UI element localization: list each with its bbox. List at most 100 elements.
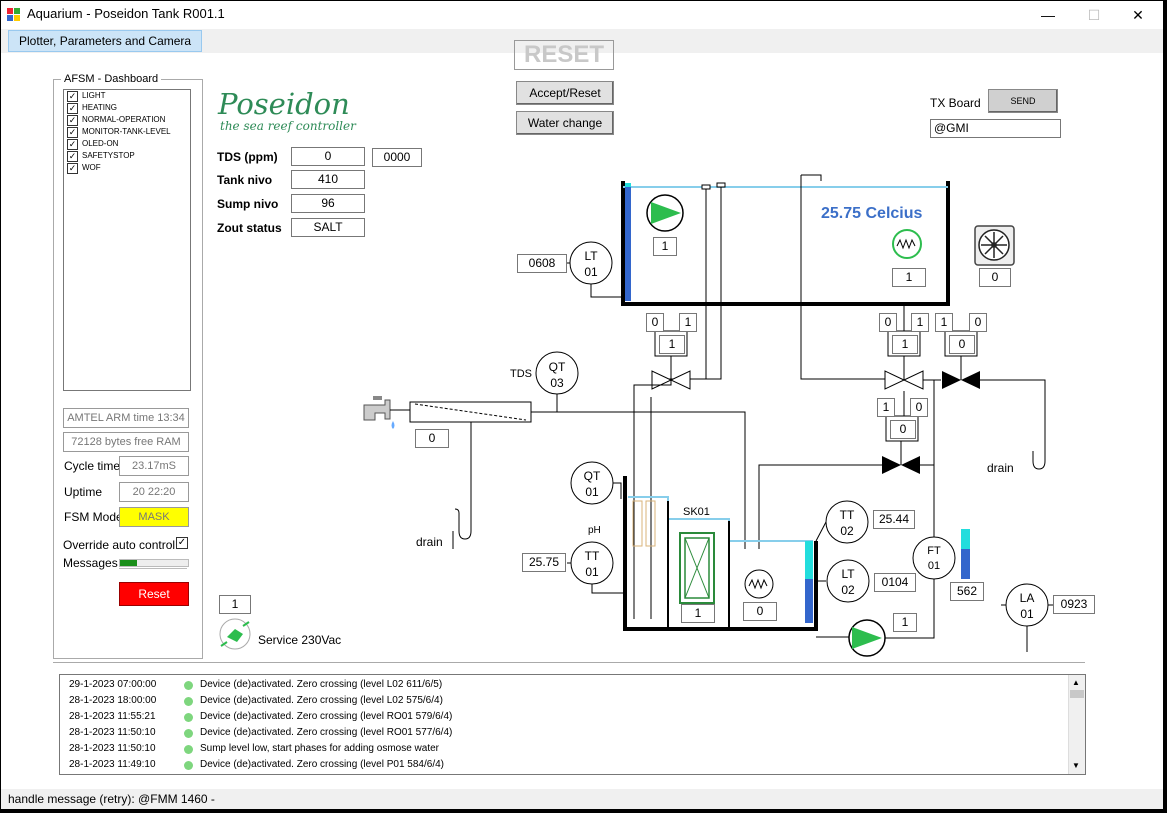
- uptime-field: 20 22:20: [119, 482, 189, 502]
- title-bar: Aquarium - Poseidon Tank R001.1 — ☐ ✕: [1, 1, 1163, 29]
- messages-label: Messages: [63, 556, 118, 570]
- valve-c-left: 1: [935, 313, 953, 332]
- tank-level-top: [625, 183, 631, 187]
- checkbox-icon: ✓: [67, 103, 78, 114]
- lt02-value: 0104: [874, 573, 916, 592]
- status-dot-icon: [184, 761, 193, 770]
- fan-state: 0: [979, 268, 1011, 287]
- valve-d-left: 1: [877, 398, 895, 417]
- uptime-label: Uptime: [64, 485, 103, 499]
- process-diagram: 25.75 Celcius LT 01 QT 03 TDS QT 01 pH T…: [219, 174, 1056, 657]
- lt02-number: 02: [841, 583, 855, 597]
- menu-plotter-parameters-camera[interactable]: Plotter, Parameters and Camera: [8, 30, 203, 52]
- checkbox-icon: ✓: [67, 151, 78, 162]
- divider: [119, 568, 187, 569]
- window-title: Aquarium - Poseidon Tank R001.1: [27, 6, 225, 21]
- sump-tank: [623, 476, 818, 631]
- cycle-time-field: 23.17mS: [119, 456, 189, 476]
- status-dot-icon: [184, 697, 193, 706]
- la01-number: 01: [1020, 607, 1034, 621]
- app-icon: [7, 8, 20, 21]
- state-item[interactable]: ✓WOF: [67, 163, 101, 174]
- checkbox-icon: ✓: [67, 127, 78, 138]
- temperature-readout: 25.75 Celcius: [821, 205, 923, 222]
- accept-reset-button[interactable]: Accept/Reset: [516, 81, 614, 105]
- sump-water-surface: [628, 496, 813, 542]
- state-item[interactable]: ✓MONITOR-TANK-LEVEL: [67, 127, 171, 138]
- state-checklist[interactable]: ✓LIGHT ✓HEATING ✓NORMAL-OPERATION ✓MONIT…: [63, 89, 191, 391]
- lt02-tag: LT: [841, 567, 855, 581]
- maximize-button[interactable]: ☐: [1087, 7, 1101, 23]
- valve-c-state: 0: [949, 335, 975, 354]
- messages-progress-fill: [120, 560, 137, 566]
- state-item[interactable]: ✓HEATING: [67, 103, 117, 114]
- drain-right-label: drain: [987, 461, 1014, 475]
- valve-b-right: 1: [911, 313, 929, 332]
- log-scrollbar[interactable]: ▲ ▼: [1068, 675, 1085, 774]
- tank-level-bar: [625, 183, 631, 301]
- display-tank: [621, 181, 950, 306]
- free-ram-field: 72128 bytes free RAM: [63, 432, 189, 452]
- service-state: 1: [219, 595, 251, 614]
- close-button[interactable]: ✕: [1132, 7, 1144, 23]
- cycle-time-label: Cycle time: [64, 459, 121, 473]
- zout-status-value: SALT: [291, 218, 365, 237]
- tank-pump-state: 1: [653, 237, 677, 256]
- send-button[interactable]: SEND: [988, 89, 1058, 113]
- scroll-up-icon[interactable]: ▲: [1072, 678, 1080, 687]
- state-item[interactable]: ✓LIGHT: [67, 91, 106, 102]
- status-dot-icon: [184, 745, 193, 754]
- scroll-thumb[interactable]: [1070, 690, 1084, 698]
- override-label: Override auto control: [63, 538, 176, 552]
- messages-progress: [119, 559, 189, 567]
- valve-a-right: 1: [679, 313, 697, 332]
- lt02-instrument: [826, 559, 870, 603]
- lt01-value: 0608: [517, 254, 567, 273]
- tank-nivo-value: 410: [291, 170, 365, 189]
- service-label: Service 230Vac: [258, 633, 342, 647]
- checkbox-icon: ✓: [67, 139, 78, 150]
- override-checkbox[interactable]: ✓: [176, 537, 188, 549]
- menu-bar: Plotter, Parameters and Camera: [1, 29, 1163, 53]
- water-change-button[interactable]: Water change: [516, 111, 614, 135]
- fsm-mode-label: FSM Mode: [64, 510, 123, 524]
- state-item[interactable]: ✓SAFETYSTOP: [67, 151, 135, 162]
- filter-state: 0: [415, 429, 449, 448]
- checkbox-icon: ✓: [67, 91, 78, 102]
- status-dot-icon: [184, 729, 193, 738]
- reset-display[interactable]: RESET: [514, 40, 614, 70]
- lt01-tag: LT: [584, 249, 598, 263]
- ph-tag: pH: [588, 525, 601, 536]
- scroll-down-icon[interactable]: ▼: [1072, 761, 1080, 770]
- state-item[interactable]: ✓OLED-ON: [67, 139, 119, 150]
- tds-raw-value: 0000: [372, 148, 422, 167]
- state-item[interactable]: ✓NORMAL-OPERATION: [67, 115, 166, 126]
- valve-c-right: 0: [969, 313, 987, 332]
- tt01-tag: TT: [585, 549, 600, 563]
- valve-d-right: 0: [910, 398, 928, 417]
- zout-status-label: Zout status: [217, 221, 282, 235]
- la01-value: 0923: [1053, 595, 1095, 614]
- valve-b-state: 1: [892, 335, 918, 354]
- reset-button[interactable]: Reset: [119, 582, 189, 606]
- arm-time-field: AMTEL ARM time 13:34: [63, 408, 189, 428]
- minimize-button[interactable]: —: [1041, 7, 1055, 23]
- logo-tagline: the sea reef controller: [220, 119, 356, 133]
- filter-sock: [632, 500, 643, 547]
- logo-title: Poseidon: [218, 87, 350, 121]
- divider: [53, 662, 1085, 663]
- status-dot-icon: [184, 681, 193, 690]
- valve-a-left: 0: [646, 313, 664, 332]
- tx-input[interactable]: @GMI: [930, 119, 1061, 138]
- dashboard-title: AFSM - Dashboard: [61, 73, 162, 85]
- tt02-number: 02: [840, 524, 854, 538]
- sump-heater-state: 0: [743, 602, 777, 621]
- tt02-tag: TT: [840, 508, 855, 522]
